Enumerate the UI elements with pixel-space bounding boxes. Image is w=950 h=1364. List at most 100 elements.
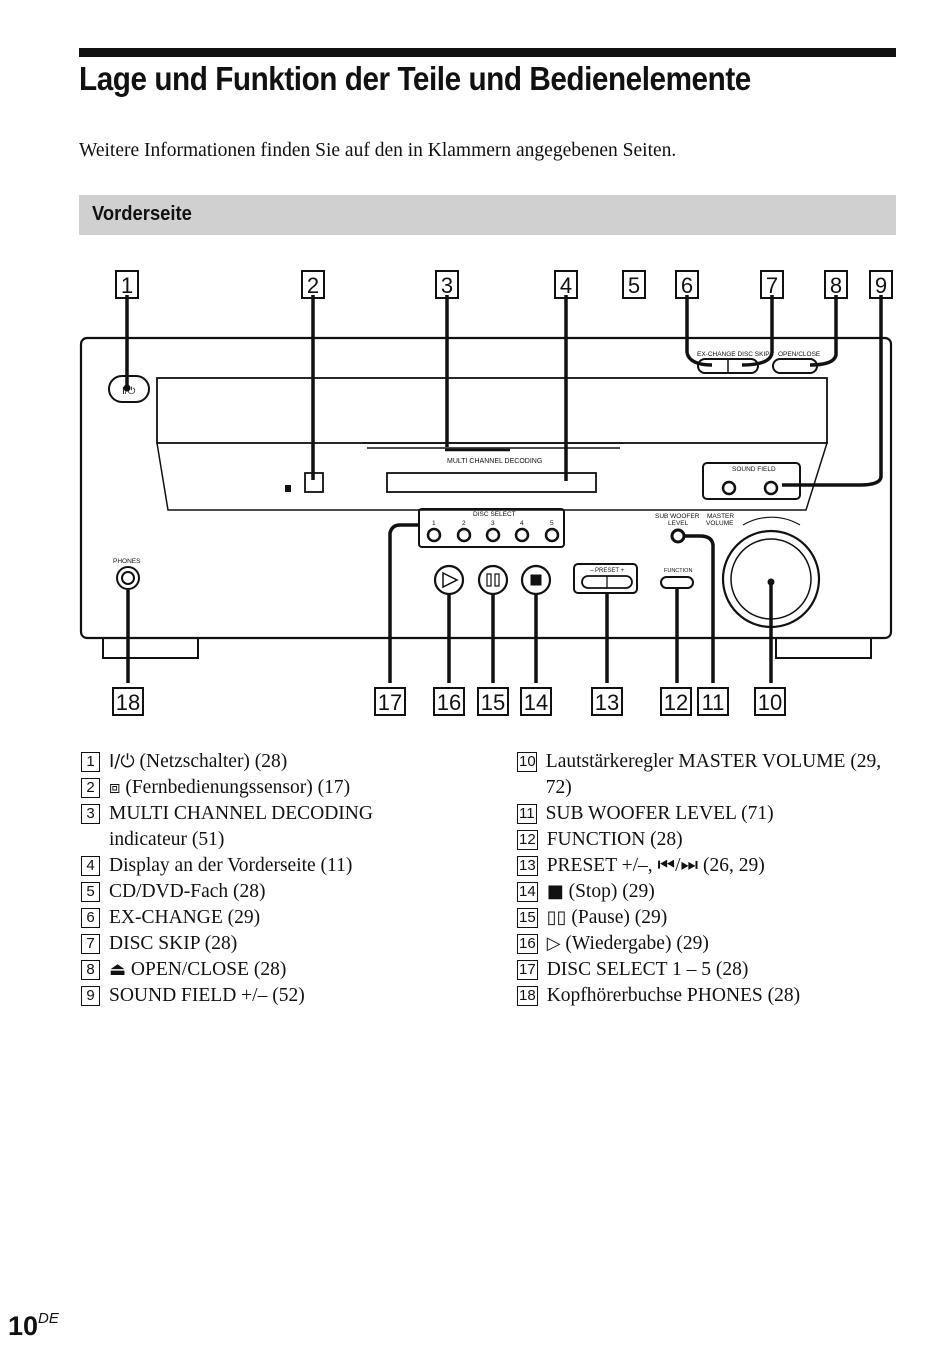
legend-text: CD/DVD-Fach (28) (109, 879, 266, 905)
disc-number-4: 4 (520, 520, 524, 527)
legend-text: Lautstärkeregler MASTER VOLUME (29, 72) (546, 749, 892, 801)
power-button (108, 375, 150, 403)
callout-number-5: 5 (628, 273, 640, 298)
legend-glyph: ⏏ (109, 959, 127, 980)
callout-box-16 (433, 687, 465, 716)
pause-button (477, 564, 509, 596)
legend-label: Display an der Vorderseite (11) (109, 855, 353, 876)
legend-glyph: ▯▯ (546, 907, 567, 928)
legend-number: 16 (517, 934, 538, 954)
callout-number-18: 18 (116, 690, 140, 715)
legend-text: DISC SKIP (28) (109, 931, 237, 957)
callout-number-14: 14 (524, 690, 548, 715)
legend-label: PRESET +/–, ⏮/⏭ (26, 29) (546, 855, 765, 876)
legend-text: Kopfhörerbuchse PHONES (28) (547, 983, 800, 1009)
legend-label: DISC SELECT 1 – 5 (28) (546, 959, 749, 980)
legend-label: Kopfhörerbuchse PHONES (28) (546, 985, 801, 1006)
legend-item-13: 13 PRESET +/–, ⏮/⏭ (26, 29) (517, 853, 892, 879)
callout-number-9: 9 (875, 273, 887, 298)
left-foot (102, 638, 199, 659)
legend-label: (Wiedergabe) (29) (560, 933, 709, 954)
callout-number-17: 17 (378, 690, 402, 715)
callout-number-3: 3 (441, 273, 453, 298)
legend-text: PRESET +/–, ⏮/⏭ (26, 29) (547, 853, 765, 879)
legend-text: I/⏻ (Netzschalter) (28) (109, 749, 287, 775)
title-rule (79, 48, 896, 57)
ex-disc-skip-label: EX-CHANGE DISC SKIP (697, 351, 770, 358)
sound-field-label: SOUND FIELD (732, 466, 776, 473)
legend-number: 5 (81, 882, 100, 902)
legend-label: OPEN/CLOSE (28) (126, 959, 287, 980)
disc-tray (156, 377, 828, 444)
callout-number-2: 2 (307, 273, 319, 298)
callout-number-12: 12 (664, 690, 688, 715)
legend-number: 10 (517, 752, 537, 772)
legend-label: (Stop) (29) (563, 881, 655, 902)
sub-woofer-label-1: SUB WOOFER (655, 513, 700, 520)
legend-text: ▯▯ (Pause) (29) (547, 905, 668, 931)
legend-item-17: 17 DISC SELECT 1 – 5 (28) (517, 957, 892, 983)
callout-box-13 (591, 687, 623, 716)
sound-field-panel (702, 462, 801, 500)
disc-number-5: 5 (550, 520, 554, 527)
legend-number: 15 (517, 908, 538, 928)
legend-text: ▷ (Wiedergabe) (29) (547, 931, 709, 957)
legend-item-10: 10 Lautstärkeregler MASTER VOLUME (29, 72… (517, 749, 892, 801)
callout-box-10 (754, 687, 786, 716)
legend-label: DISC SKIP (28) (109, 933, 238, 954)
preset-label: – PRESET + (590, 568, 625, 574)
legend-number: 2 (81, 778, 100, 798)
page-number-value: 10 (8, 1311, 39, 1341)
function-button (660, 576, 694, 589)
legend-label: (Fernbedienungssensor) (17) (120, 777, 351, 798)
legend-glyph: ⧈ (109, 777, 121, 798)
legend-number: 11 (517, 804, 537, 824)
callout-box-11 (697, 687, 729, 716)
legend-label: FUNCTION (28) (546, 829, 683, 850)
legend-number: 14 (517, 882, 538, 902)
legend-label: SUB WOOFER LEVEL (71) (545, 803, 774, 824)
power-label: I/⏻ (122, 386, 136, 397)
legend-item-12: 12 FUNCTION (28) (517, 827, 892, 853)
legend-number: 6 (81, 908, 100, 928)
legend-item-8: 8 ⏏ OPEN/CLOSE (28) (81, 957, 441, 983)
legend-label: CD/DVD-Fach (28) (109, 881, 266, 902)
phones-jack (116, 566, 140, 590)
callout-box-12 (660, 687, 692, 716)
front-display (386, 472, 597, 493)
legend-item-2: 2 ⧈ (Fernbedienungssensor) (17) (81, 775, 441, 801)
callout-number-16: 16 (437, 690, 461, 715)
master-label-2: VOLUME (706, 520, 734, 527)
section-header: Vorderseite (79, 195, 896, 235)
callout-box-15 (477, 687, 509, 716)
legend-number: 7 (81, 934, 100, 954)
legend-item-11: 11 SUB WOOFER LEVEL (71) (517, 801, 892, 827)
open-close-label: OPEN/CLOSE (778, 351, 821, 358)
callout-box-14 (520, 687, 552, 716)
disc-select-panel (418, 508, 565, 548)
callout-number-15: 15 (481, 690, 505, 715)
disc-number-2: 2 (462, 520, 466, 527)
legend-text: ⧈ (Fernbedienungssensor) (17) (109, 775, 350, 801)
multi-channel-label: MULTI CHANNEL DECODING (447, 458, 542, 465)
phones-label: PHONES (113, 558, 141, 565)
legend-number: 8 (81, 960, 100, 980)
legend-text: FUNCTION (28) (547, 827, 683, 853)
legend-number: 13 (517, 856, 538, 876)
legend-text: MULTI CHANNEL DECODING indicateur (51) (109, 801, 441, 853)
callout-number-4: 4 (560, 273, 572, 298)
legend-number: 9 (81, 986, 100, 1006)
callout-number-6: 6 (681, 273, 693, 298)
legend-item-15: 15 ▯▯ (Pause) (29) (517, 905, 892, 931)
callout-number-11: 11 (702, 690, 725, 715)
legend-number: 17 (517, 960, 538, 980)
legend-number: 12 (517, 830, 538, 850)
